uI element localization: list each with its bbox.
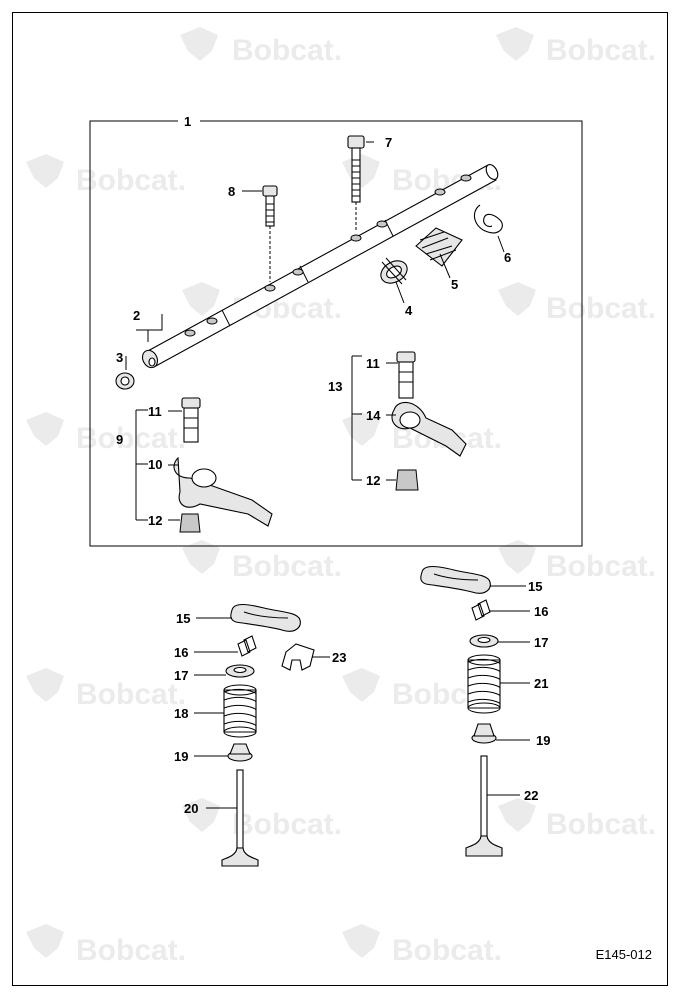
rocker-arm-part-14 [391,351,467,491]
callout-21: 21 [534,676,548,691]
callout-17: 17 [534,635,548,650]
leader-lines [125,141,530,809]
callout-16: 16 [534,604,548,619]
snap-ring-part-6 [473,204,503,234]
callout-15: 15 [176,611,190,626]
watermark: Bobcat. [392,934,502,967]
callout-12: 12 [148,513,162,528]
bolt-part-7 [347,135,365,232]
valve-spring-part-21 [467,654,501,714]
plug-part-3 [115,372,135,390]
callout-2: 2 [133,308,140,323]
valve-bridge-part-15-right [420,565,491,594]
bobcat-logo-icon [342,924,380,958]
bobcat-logo-icon [26,668,64,702]
callout-19: 19 [536,733,550,748]
valve-cotter-part-16-left [237,635,257,657]
bobcat-logo-icon [498,798,536,832]
watermark: Bobcat. [546,292,656,325]
watermark: Bobcat. [546,808,656,841]
callout-5: 5 [451,277,458,292]
callout-6: 6 [504,250,511,265]
bobcat-logo-icon [182,282,220,316]
callout-7: 7 [385,135,392,150]
spring-retainer-part-17-right [469,634,499,648]
callout-3: 3 [116,350,123,365]
watermark: Bobcat. [546,550,656,583]
callout-11: 11 [148,404,162,419]
callout-10: 10 [148,457,162,472]
bobcat-logo-icon [26,412,64,446]
callout-18: 18 [174,706,188,721]
watermark: Bobcat. [76,422,186,455]
spring-part-5 [415,227,463,267]
valve-part-22 [465,755,503,857]
callout-4: 4 [405,303,413,318]
callout-12: 12 [366,473,380,488]
spring-part-4 [380,257,408,285]
callout-1: 1 [184,114,191,129]
valve-stem-seal-part-19-left [227,743,253,762]
callout-labels: 1 2 3 4 5 6 7 8 9 10 11 12 13 11 14 12 1… [116,114,550,816]
callout-16: 16 [174,645,188,660]
assembly-box [89,120,583,547]
valve-stem-seal-part-19-right [471,723,497,744]
valve-bridge-part-15-left [230,603,301,632]
watermark: Bobcat. [76,934,186,967]
bobcat-logo-icon [498,540,536,574]
spring-retainer-part-17-left [225,664,255,678]
bolt-part-8 [262,185,278,282]
bobcat-logo-icon [180,27,218,61]
valve-bridge-guide-part-23 [281,643,315,671]
callout-13: 13 [328,379,342,394]
callout-8: 8 [228,184,235,199]
watermark: Bobcat. [76,164,186,197]
callout-23: 23 [332,650,346,665]
bobcat-logo-icon [26,924,64,958]
watermark: Bobcat. [232,808,342,841]
callout-14: 14 [366,408,381,423]
callout-15: 15 [528,579,542,594]
callout-11: 11 [366,356,380,371]
rocker-arm-part-10 [173,397,273,533]
bobcat-logo-icon [26,154,64,188]
callout-20: 20 [184,801,198,816]
valve-spring-part-18 [223,684,257,738]
callout-9: 9 [116,432,123,447]
rocker-shaft [141,164,499,369]
drawing-code: E145-012 [595,947,652,962]
bobcat-logo-icon [498,282,536,316]
bobcat-logo-icon [342,668,380,702]
valve-cotter-part-16-right [471,599,491,621]
watermark: Bobcat. [232,550,342,583]
callout-19: 19 [174,749,188,764]
watermark: Bobcat. [232,34,342,67]
watermark-layer: Bobcat. Bobcat. Bobcat. Bobcat. Bobcat. … [26,27,656,967]
bobcat-logo-icon [342,154,380,188]
bobcat-logo-icon [182,798,220,832]
drawing-frame [12,12,668,986]
watermark: Bobcat. [546,34,656,67]
callout-22: 22 [524,788,538,803]
bobcat-logo-icon [182,540,220,574]
valve-part-20 [221,769,259,867]
bobcat-logo-icon [496,27,534,61]
callout-17: 17 [174,668,188,683]
watermark: Bobcat. [76,678,186,711]
